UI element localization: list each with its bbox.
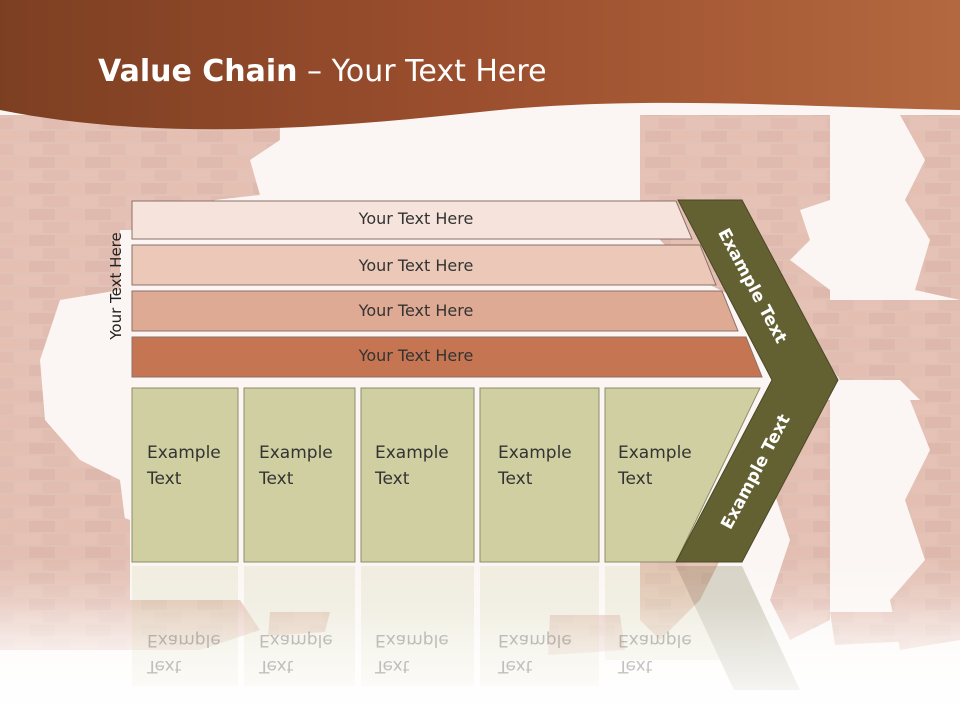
column-2-shape (243, 387, 356, 563)
column-5-line1: Example (618, 443, 692, 463)
bar-2-shape (131, 244, 717, 286)
title-bold: Value Chain (98, 54, 298, 89)
bar-2-label: Your Text Here (358, 256, 474, 275)
title-rest: – Your Text Here (297, 54, 547, 89)
column-2-line2: Text (259, 469, 294, 489)
column-3-shape (360, 387, 475, 563)
bar-1-shape (131, 200, 693, 240)
slide-title: Value Chain – Your Text Here (98, 54, 547, 89)
column-3-line1: Example (375, 443, 449, 463)
column-3-line2: Text (375, 469, 410, 489)
bar-1-label: Your Text Here (358, 209, 474, 228)
chevron-shape (675, 199, 839, 563)
column-1-line1: Example (147, 443, 221, 463)
bar-4-shape (131, 336, 763, 378)
column-1-shape (131, 387, 239, 563)
column-4-line2: Text (498, 469, 533, 489)
bar-4-label: Your Text Here (358, 346, 474, 365)
column-2-line1: Example (259, 443, 333, 463)
column-5-line2: Text (618, 469, 653, 489)
column-4-shape (479, 387, 600, 563)
side-label: Your Text Here (107, 232, 125, 340)
bar-3-shape (131, 290, 739, 332)
bar-3-label: Your Text Here (358, 301, 474, 320)
header-band (0, 0, 960, 130)
column-4-line1: Example (498, 443, 572, 463)
column-1-line2: Text (147, 469, 182, 489)
